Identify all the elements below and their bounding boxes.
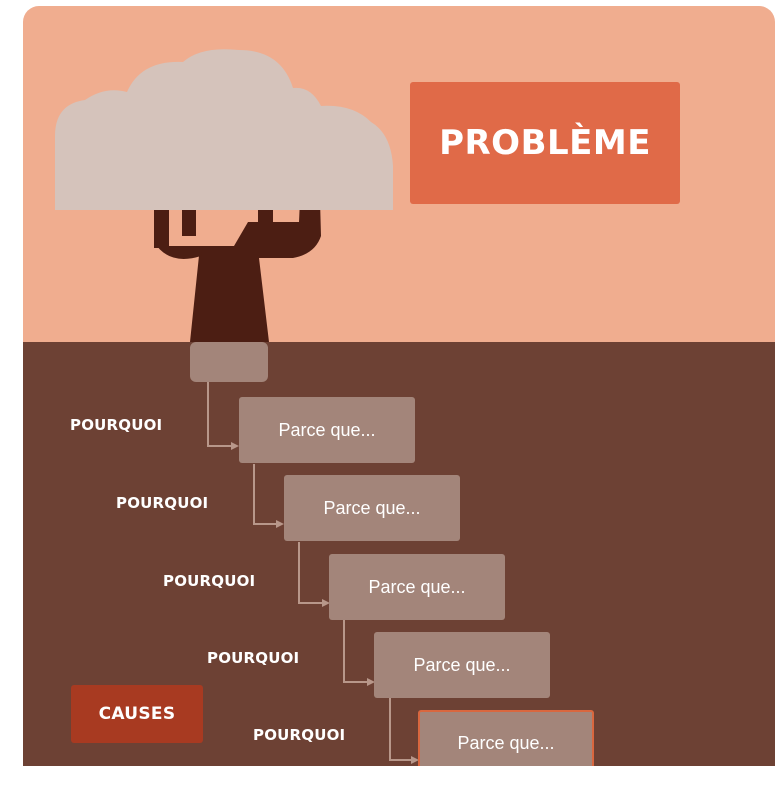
because-box-5: Parce que... xyxy=(418,710,594,766)
because-box-1: Parce que... xyxy=(239,397,415,463)
causes-box: CAUSES xyxy=(71,685,203,743)
because-box-2: Parce que... xyxy=(284,475,460,541)
tree-canopy-cloud xyxy=(55,49,393,211)
because-box-4: Parce que... xyxy=(374,632,550,698)
connector-lines xyxy=(207,382,411,761)
why-label-4: POURQUOI xyxy=(207,649,300,667)
causes-label: CAUSES xyxy=(98,704,176,724)
why-label-5: POURQUOI xyxy=(253,726,346,744)
problem-box: PROBLÈME xyxy=(410,82,680,204)
why-label-1: POURQUOI xyxy=(70,416,163,434)
because-box-3: Parce que... xyxy=(329,554,505,620)
why-label-3: POURQUOI xyxy=(163,572,256,590)
diagram-card: PROBLÈME POURQUOI Parce que... POURQUOI … xyxy=(23,6,775,766)
problem-label: PROBLÈME xyxy=(439,123,651,163)
connector-arrowheads xyxy=(231,442,419,764)
tree-root-box xyxy=(190,342,268,382)
why-label-2: POURQUOI xyxy=(116,494,209,512)
